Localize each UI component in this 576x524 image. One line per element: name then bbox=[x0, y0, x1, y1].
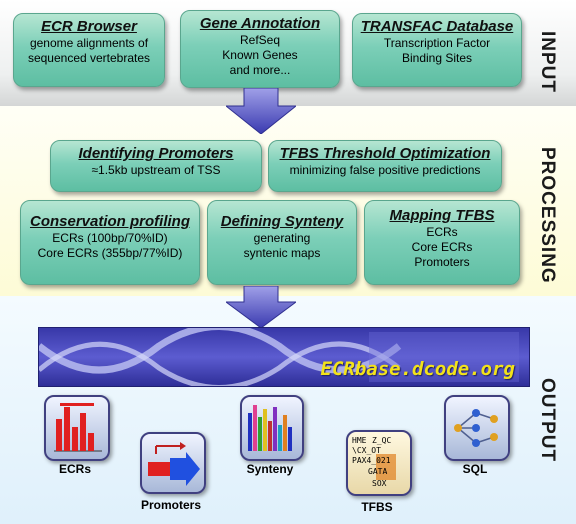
tfbs-matrix-icon: HME Z_QC \CX_OT PAX4_021 GATA SOX bbox=[352, 436, 396, 488]
down-arrow-icon bbox=[226, 88, 296, 134]
tfbs-threshold-box: TFBS Threshold Optimization minimizing f… bbox=[268, 140, 502, 192]
box-title: Mapping TFBS bbox=[389, 207, 495, 224]
promoters-output-icon bbox=[140, 432, 206, 494]
output-label-ecrs: ECRs bbox=[58, 462, 91, 476]
box-line: Binding Sites bbox=[401, 51, 473, 65]
tfbs-text-line: SOX bbox=[372, 479, 387, 488]
mapping-tfbs-box: Mapping TFBS ECRs Core ECRs Promoters bbox=[364, 200, 520, 285]
tfbs-output-icon: HME Z_QC \CX_OT PAX4_021 GATA SOX bbox=[346, 430, 412, 496]
tfbs-text-line: Z_QC bbox=[372, 436, 391, 445]
box-line: ECRs bbox=[426, 225, 458, 239]
ecrbase-banner: ECRbase.dcode.org bbox=[38, 327, 530, 387]
box-title: TRANSFAC Database bbox=[360, 18, 514, 35]
tfbs-text-line: HME bbox=[352, 436, 367, 445]
box-line: Promoters bbox=[414, 255, 470, 269]
box-line: genome alignments of bbox=[29, 36, 149, 50]
box-line: Known Genes bbox=[222, 48, 298, 62]
box-line: generating bbox=[253, 231, 311, 245]
gene-annotation-box: Gene Annotation RefSeq Known Genes and m… bbox=[180, 10, 340, 88]
box-title: Gene Annotation bbox=[199, 15, 321, 32]
box-line: Transcription Factor bbox=[383, 36, 491, 50]
conservation-profiling-box: Conservation profiling ECRs (100bp/70%ID… bbox=[20, 200, 200, 285]
box-line: minimizing false positive predictions bbox=[289, 163, 481, 177]
arrow-block-icon bbox=[148, 442, 200, 486]
output-label-sql: SQL bbox=[462, 462, 488, 476]
ecr-browser-box: ECR Browser genome alignments of sequenc… bbox=[13, 13, 165, 87]
output-label: OUTPUT bbox=[537, 377, 558, 463]
synteny-bars-icon bbox=[248, 405, 292, 451]
ecrs-output-icon bbox=[44, 395, 110, 461]
tfbs-text-line: \CX_OT bbox=[352, 446, 381, 455]
box-line: ECRs (100bp/70%ID) bbox=[52, 231, 168, 245]
input-label: INPUT bbox=[537, 31, 558, 93]
box-line: Core ECRs bbox=[411, 240, 473, 254]
tfbs-text-line: GATA bbox=[368, 467, 387, 476]
box-title: Identifying Promoters bbox=[78, 145, 234, 162]
output-label-promoters: Promoters bbox=[140, 498, 202, 512]
defining-synteny-box: Defining Synteny generating syntenic map… bbox=[207, 200, 357, 285]
box-line: and more... bbox=[229, 63, 291, 77]
box-title: TFBS Threshold Optimization bbox=[279, 145, 491, 162]
output-label-tfbs: TFBS bbox=[361, 500, 393, 514]
identifying-promoters-box: Identifying Promoters ≈1.5kb upstream of… bbox=[50, 140, 262, 192]
box-line: syntenic maps bbox=[243, 246, 321, 260]
bar-chart-icon bbox=[54, 403, 102, 452]
box-line: Core ECRs (355bp/77%ID) bbox=[37, 246, 183, 260]
synteny-output-icon bbox=[240, 395, 304, 461]
down-arrow-icon bbox=[226, 286, 296, 328]
box-title: Defining Synteny bbox=[220, 213, 344, 230]
box-line: ≈1.5kb upstream of TSS bbox=[91, 163, 221, 177]
output-label-synteny: Synteny bbox=[246, 462, 294, 476]
banner-title: ECRbase.dcode.org bbox=[320, 358, 515, 380]
dna-helix-icon bbox=[39, 328, 519, 386]
transfac-box: TRANSFAC Database Transcription Factor B… bbox=[352, 13, 522, 87]
network-graph-icon bbox=[454, 409, 498, 447]
box-title: Conservation profiling bbox=[29, 213, 190, 230]
sql-output-icon bbox=[444, 395, 510, 461]
box-line: sequenced vertebrates bbox=[27, 51, 151, 65]
box-line: RefSeq bbox=[239, 33, 281, 47]
processing-label: PROCESSING bbox=[537, 146, 558, 284]
box-title: ECR Browser bbox=[41, 18, 137, 35]
tfbs-text-line: PAX4_021 bbox=[352, 456, 391, 465]
